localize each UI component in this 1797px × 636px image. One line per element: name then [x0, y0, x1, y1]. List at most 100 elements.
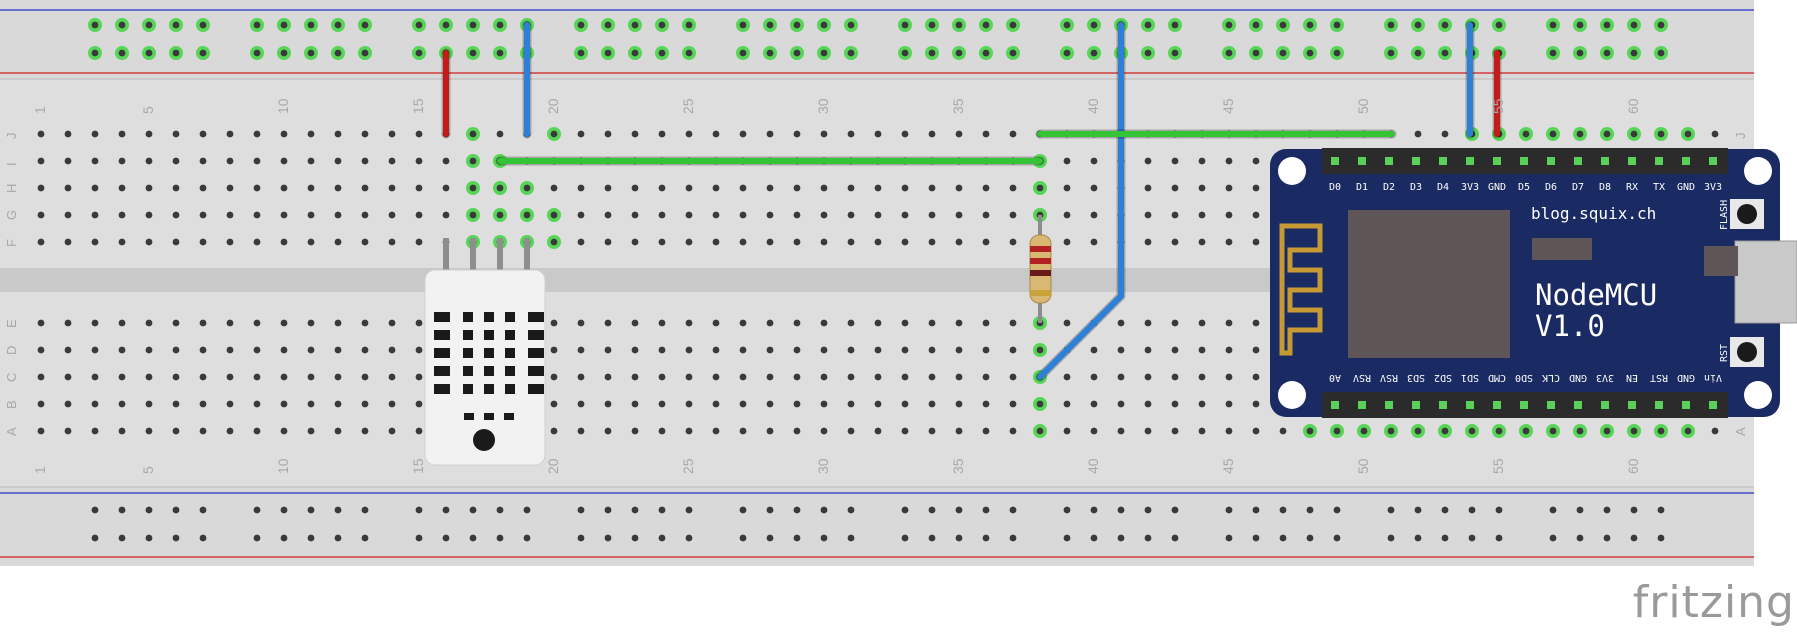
sensor-grille-slot [505, 330, 515, 340]
terminal-hole [1063, 157, 1071, 165]
terminal-hole [793, 319, 801, 327]
terminal-hole [1576, 427, 1584, 435]
terminal-hole [1063, 211, 1071, 219]
terminal-hole [334, 427, 342, 435]
terminal-hole [739, 130, 747, 138]
terminal-hole [415, 211, 423, 219]
terminal-hole [928, 373, 936, 381]
terminal-hole [1414, 427, 1422, 435]
row-letter-right: J [1733, 133, 1748, 140]
terminal-hole [199, 184, 207, 192]
rail-hole [496, 534, 504, 542]
terminal-hole [577, 400, 585, 408]
header-pin [1574, 401, 1582, 409]
rail-hole [1387, 506, 1395, 514]
terminal-hole [388, 346, 396, 354]
rail-hole [253, 506, 261, 514]
rail-hole [1090, 49, 1098, 57]
column-number-top: 25 [680, 98, 696, 114]
rail-hole [604, 21, 612, 29]
column-number-top: 1 [32, 106, 48, 114]
terminal-hole [1630, 130, 1638, 138]
terminal-hole [1225, 346, 1233, 354]
terminal-hole [388, 211, 396, 219]
column-number-bottom: 10 [275, 458, 291, 474]
rail-hole [577, 534, 585, 542]
terminal-hole [415, 238, 423, 246]
terminal-hole [1360, 427, 1368, 435]
terminal-hole [550, 130, 558, 138]
terminal-hole [820, 346, 828, 354]
terminal-hole [1171, 184, 1179, 192]
rail-hole [604, 506, 612, 514]
terminal-hole [172, 373, 180, 381]
rail-hole [1441, 506, 1449, 514]
terminal-hole [91, 211, 99, 219]
terminal-hole [1603, 427, 1611, 435]
row-letter-left: E [4, 319, 19, 328]
rst-label: RST [1719, 344, 1730, 362]
terminal-hole [1036, 427, 1044, 435]
terminal-hole [604, 346, 612, 354]
terminal-hole [145, 319, 153, 327]
terminal-hole [91, 400, 99, 408]
column-number-bottom: 45 [1220, 458, 1236, 474]
terminal-hole [928, 130, 936, 138]
terminal-hole [1549, 427, 1557, 435]
terminal-hole [145, 184, 153, 192]
terminal-hole [1657, 130, 1665, 138]
rail-hole [1549, 21, 1557, 29]
terminal-hole [64, 373, 72, 381]
terminal-hole [415, 400, 423, 408]
terminal-hole [1576, 130, 1584, 138]
terminal-hole [307, 427, 315, 435]
terminal-hole [1009, 427, 1017, 435]
terminal-hole [37, 211, 45, 219]
rail-hole [1576, 506, 1584, 514]
header-pin [1682, 401, 1690, 409]
terminal-hole [91, 157, 99, 165]
rail-hole [793, 506, 801, 514]
terminal-hole [1252, 373, 1260, 381]
rail-hole [1630, 21, 1638, 29]
board-title: NodeMCU [1535, 278, 1657, 312]
rail-hole [820, 49, 828, 57]
terminal-hole [172, 157, 180, 165]
terminal-hole [118, 400, 126, 408]
terminal-hole [442, 211, 450, 219]
rail-hole [1387, 21, 1395, 29]
terminal-hole [388, 130, 396, 138]
terminal-hole [1117, 346, 1125, 354]
terminal-hole [64, 427, 72, 435]
terminal-hole [1630, 427, 1638, 435]
rail-hole [1279, 21, 1287, 29]
terminal-hole [1090, 211, 1098, 219]
terminal-hole [550, 319, 558, 327]
terminal-hole [199, 319, 207, 327]
sensor-grille-slot [484, 413, 494, 420]
bottom-pin-label: EN [1626, 372, 1638, 383]
rail-hole [442, 506, 450, 514]
terminal-hole [334, 319, 342, 327]
terminal-hole [334, 400, 342, 408]
terminal-hole [1090, 184, 1098, 192]
terminal-hole [1117, 319, 1125, 327]
header-pin [1493, 157, 1501, 165]
rail-hole [199, 49, 207, 57]
terminal-hole [712, 130, 720, 138]
terminal-hole [280, 427, 288, 435]
resistor-band [1030, 270, 1051, 276]
rail-hole [685, 534, 693, 542]
mcu-mount-hole [1278, 157, 1306, 185]
column-number-top: 50 [1355, 98, 1371, 114]
terminal-hole [685, 184, 693, 192]
terminal-hole [442, 157, 450, 165]
terminal-hole [334, 211, 342, 219]
header-pin [1574, 157, 1582, 165]
rail-hole [118, 534, 126, 542]
terminal-hole [469, 157, 477, 165]
flash-label: FLASH [1719, 200, 1730, 230]
terminal-hole [1144, 319, 1152, 327]
rail-hole [361, 49, 369, 57]
terminal-hole [415, 427, 423, 435]
